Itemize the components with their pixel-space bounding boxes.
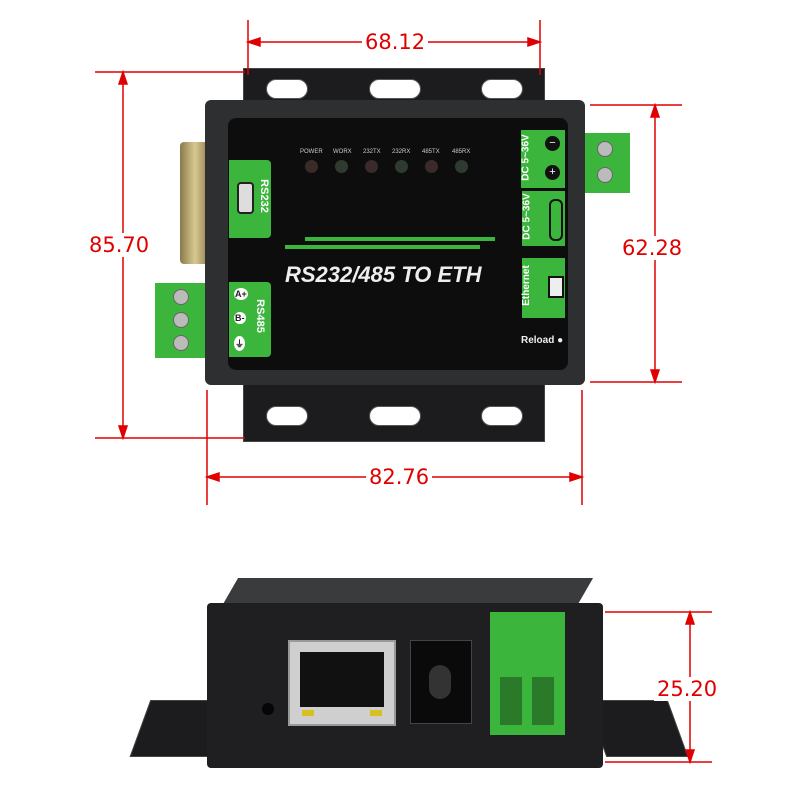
mount-slot (266, 79, 308, 99)
mount-slot (266, 406, 308, 426)
rs485-port-panel: A+ B- ⏚ RS485 (229, 282, 271, 357)
reload-button-label: Reload ● (521, 335, 564, 346)
ground-icon: ⏚ (234, 336, 246, 351)
rs232-port-panel: RS232 (229, 160, 271, 238)
status-led-hole (262, 703, 274, 715)
dimension-right-height: 62.28 (619, 236, 686, 260)
dc-jack-panel: DC 5~36V (522, 191, 565, 246)
pin-a-label: A+ (234, 288, 248, 300)
rj45-icon (548, 276, 564, 298)
dimension-top-width: 68.12 (362, 30, 429, 54)
232tx-led (365, 160, 378, 173)
mount-slot (369, 406, 421, 426)
db9-icon (237, 182, 254, 214)
485tx-led (425, 160, 438, 173)
dc-terminal-panel: DC 5~36V − + (521, 130, 565, 188)
side-body (207, 603, 603, 768)
dc-jack-port (410, 640, 472, 724)
product-title: RS232/485 TO ETH (285, 262, 482, 287)
mount-slot (369, 79, 421, 99)
led-label: 232RX (392, 149, 411, 155)
power-led (305, 160, 318, 173)
led-label: 485RX (452, 149, 471, 155)
data-flow-arrows (285, 237, 500, 253)
plus-icon: + (545, 165, 560, 180)
rj45-port (288, 640, 396, 726)
led-label: 232TX (363, 149, 381, 155)
minus-icon: − (545, 136, 560, 151)
232rx-led (395, 160, 408, 173)
ethernet-panel: Ethernet (521, 258, 565, 318)
485rx-led (455, 160, 468, 173)
dimension-bottom-width: 82.76 (366, 465, 433, 489)
dc-jack-icon (549, 199, 563, 241)
mount-slot (481, 406, 523, 426)
power-terminal-block (583, 133, 630, 193)
rs485-terminal-block (155, 283, 207, 358)
work-led (335, 160, 348, 173)
led-label: POWER (300, 149, 323, 155)
pin-b-label: B- (234, 312, 246, 324)
dimension-side-height: 25.20 (654, 677, 721, 701)
led-label: 485TX (422, 149, 440, 155)
led-label: WORX (333, 149, 352, 155)
power-terminal-side (490, 612, 565, 735)
mount-slot (481, 79, 523, 99)
dimension-left-height: 85.70 (86, 233, 153, 257)
